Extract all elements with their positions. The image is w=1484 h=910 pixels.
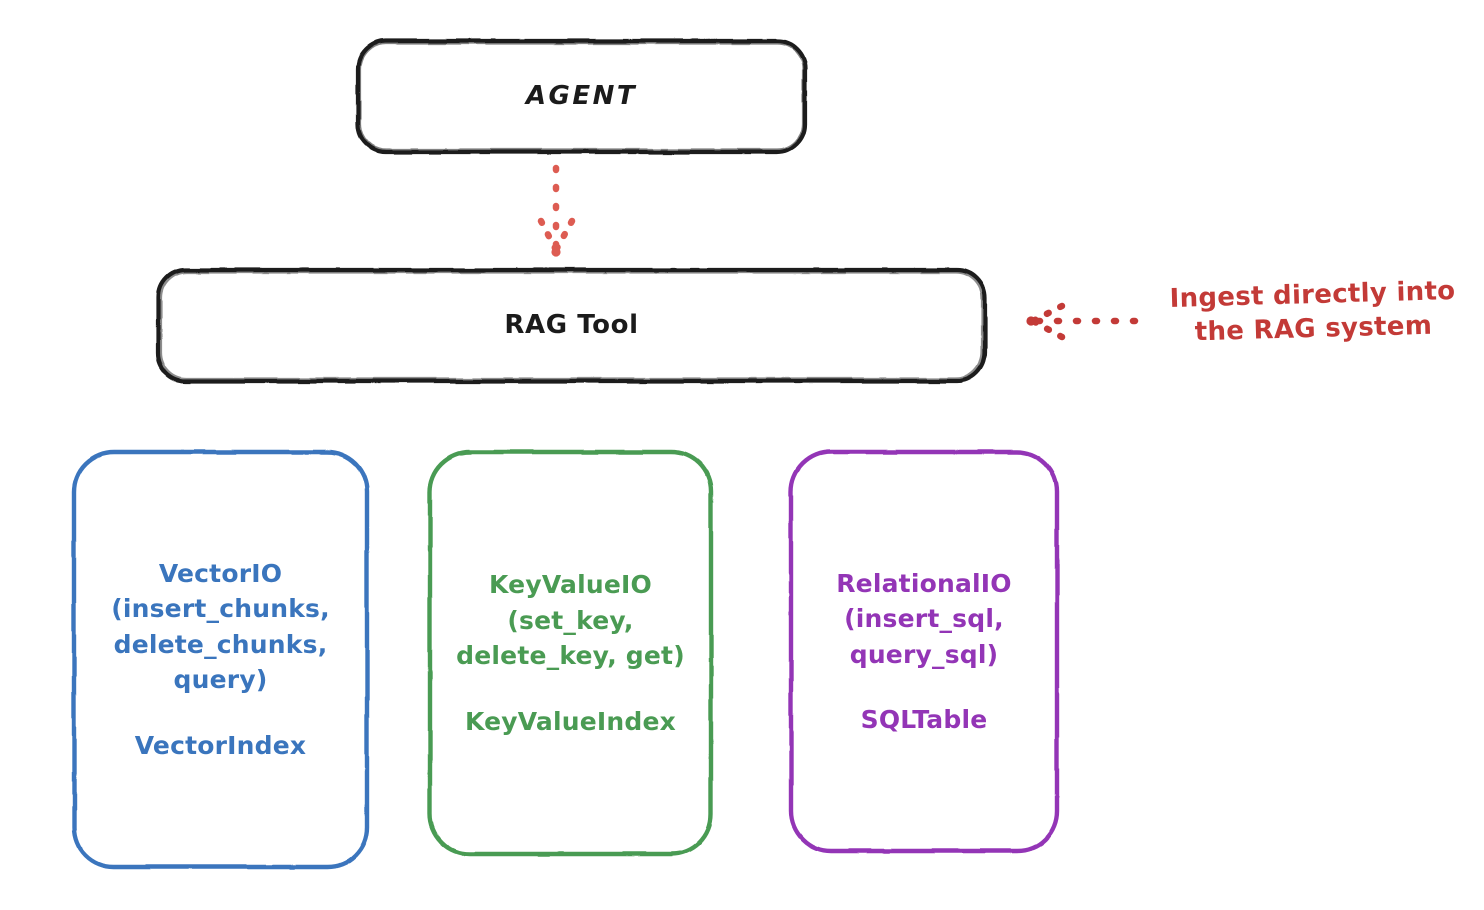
dotted-arrow-down-icon (537, 164, 576, 257)
agent-label: AGENT (525, 81, 638, 112)
agent-box-outline (355, 38, 808, 155)
rag-tool-node[interactable]: RAG Tool (157, 269, 986, 382)
vector-io-interface-label: VectorIO (insert_chunks, delete_chunks, … (111, 558, 330, 695)
key-value-io-node[interactable]: KeyValueIO (set_key, delete_key, get) Ke… (428, 450, 713, 856)
agent-node[interactable]: AGENT (357, 40, 806, 153)
key-value-io-store-label: KeyValueIndex (464, 706, 677, 736)
relational-io-box-outline (788, 449, 1060, 854)
vector-io-box-outline (71, 449, 370, 870)
dotted-arrow-left-icon (1026, 302, 1139, 341)
relational-io-interface-label: RelationalIO (insert_sql, query_sql) (836, 568, 1012, 669)
relational-io-store-label: SQLTable (860, 705, 988, 734)
rag-tool-label: RAG Tool (504, 310, 639, 341)
ingest-annotation-text: Ingest directly into the RAG system (1169, 276, 1456, 348)
key-value-io-box-outline (427, 449, 714, 857)
rag-tool-box-outline (155, 267, 988, 384)
key-value-io-interface-label: KeyValueIO (set_key, delete_key, get) (456, 570, 685, 670)
relational-io-node[interactable]: RelationalIO (insert_sql, query_sql) SQL… (789, 450, 1059, 853)
vector-io-node[interactable]: VectorIO (insert_chunks, delete_chunks, … (72, 450, 369, 869)
vector-io-store-label: VectorIndex (134, 730, 307, 760)
